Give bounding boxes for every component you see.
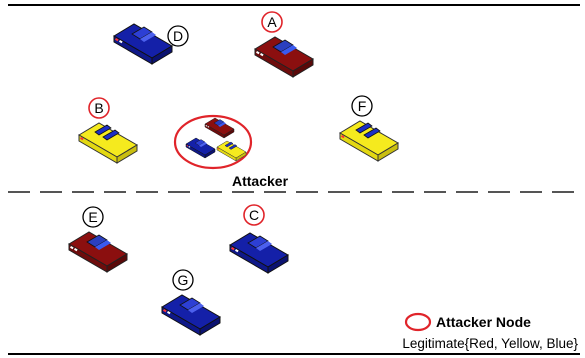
car-a-icon xyxy=(254,36,314,78)
label-e: E xyxy=(88,209,97,225)
node-b: B xyxy=(78,97,138,164)
node-e: E xyxy=(68,206,128,273)
attacker-ring xyxy=(173,114,253,170)
node-a: A xyxy=(254,11,314,78)
car-f-icon xyxy=(339,120,399,162)
label-ring-g xyxy=(172,269,194,291)
attacker-cluster xyxy=(173,114,253,170)
label-a: A xyxy=(267,14,277,30)
legend: Attacker Node Legitimate{Red, Yellow, Bl… xyxy=(402,312,578,351)
car-g-icon xyxy=(161,294,221,336)
car-e-icon xyxy=(68,231,128,273)
label-c: C xyxy=(249,207,259,223)
label-ring-f xyxy=(351,95,373,117)
label-ring-b xyxy=(88,97,110,119)
node-c: C xyxy=(229,204,289,274)
legend-legitimate-label: Legitimate{Red, Yellow, Blue} xyxy=(402,336,578,351)
label-ring-d xyxy=(167,25,189,47)
node-f: F xyxy=(339,95,399,162)
label-f: F xyxy=(358,98,367,114)
attacker-car-red-icon xyxy=(204,117,235,139)
node-g: G xyxy=(161,269,221,336)
legend-attacker-label: Attacker Node xyxy=(436,314,531,330)
label-d: D xyxy=(173,28,183,44)
car-d-icon xyxy=(113,23,173,65)
label-ring-a xyxy=(261,11,283,33)
label-ring-c xyxy=(243,204,265,226)
node-d: D xyxy=(113,23,189,65)
attacker-car-blue-icon xyxy=(185,137,216,159)
label-b: B xyxy=(94,100,103,116)
label-g: G xyxy=(178,272,189,288)
legend-attacker-icon xyxy=(404,312,432,332)
attacker-label: Attacker xyxy=(232,173,289,189)
car-b-icon xyxy=(78,122,138,164)
car-c-icon xyxy=(229,232,289,274)
label-ring-e xyxy=(82,206,104,228)
